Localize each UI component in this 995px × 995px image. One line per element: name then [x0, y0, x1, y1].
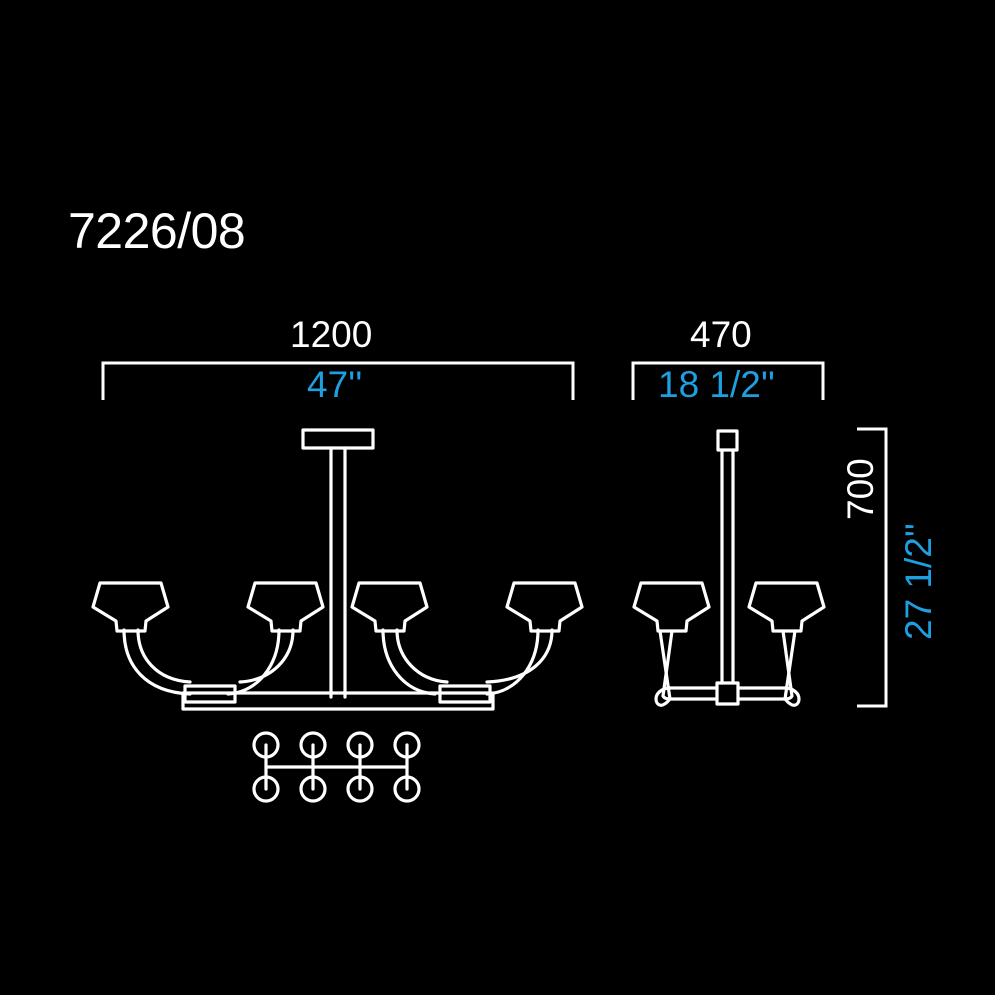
ceiling-canopy-plate: [716, 429, 739, 452]
curved-arm: [122, 628, 192, 696]
side-elevation-view: [632, 429, 826, 707]
vertical-stem: [720, 448, 735, 685]
horizontal-cross-bar: [736, 686, 787, 701]
lamp-position-circle: [252, 731, 280, 759]
front-elevation-view: [91, 428, 584, 711]
curved-arm: [395, 628, 449, 684]
center-joint-block: [715, 681, 740, 706]
lamp-position-circle: [393, 775, 421, 803]
horizontal-cross-bar: [181, 691, 495, 711]
curved-arm: [226, 628, 281, 696]
lamp-shade: [246, 581, 325, 633]
height-metric-label: 700: [840, 458, 881, 520]
model-number-label: 7226/08: [68, 203, 246, 259]
side-depth-metric-label: 470: [690, 314, 752, 355]
front-width-metric-label: 1200: [290, 314, 373, 355]
lamp-position-circle: [346, 731, 374, 759]
front-width-imperial-label: 47'': [307, 364, 363, 405]
lamp-position-circle: [393, 731, 421, 759]
side-depth-imperial-label: 18 1/2'': [658, 364, 775, 405]
plan-view: [252, 731, 421, 803]
lamp-shade: [350, 581, 429, 633]
dimension-bracket-front-width: [101, 361, 575, 400]
dimension-bracket-height: [857, 427, 888, 708]
dimension-bracket-side-depth: [631, 361, 825, 400]
curved-arm: [381, 628, 437, 696]
curved-arm: [238, 628, 295, 684]
curved-arm: [136, 628, 192, 684]
lamp-shade: [632, 581, 711, 633]
horizontal-cross-bar: [668, 686, 719, 701]
height-imperial-label: 27 1/2'': [898, 523, 939, 640]
lamp-shade: [505, 581, 584, 633]
lamp-position-circle: [252, 775, 280, 803]
ceiling-canopy-plate: [301, 428, 375, 450]
curved-arm: [781, 629, 794, 701]
curved-arm: [485, 628, 540, 696]
vertical-stem: [329, 446, 347, 699]
lamp-position-circle: [346, 775, 374, 803]
lamp-position-circle: [299, 731, 327, 759]
curved-arm: [485, 628, 554, 684]
lamp-shade: [747, 581, 826, 633]
lamp-shade: [91, 581, 170, 633]
curved-arm: [661, 629, 674, 701]
lamp-position-circle: [299, 775, 327, 803]
